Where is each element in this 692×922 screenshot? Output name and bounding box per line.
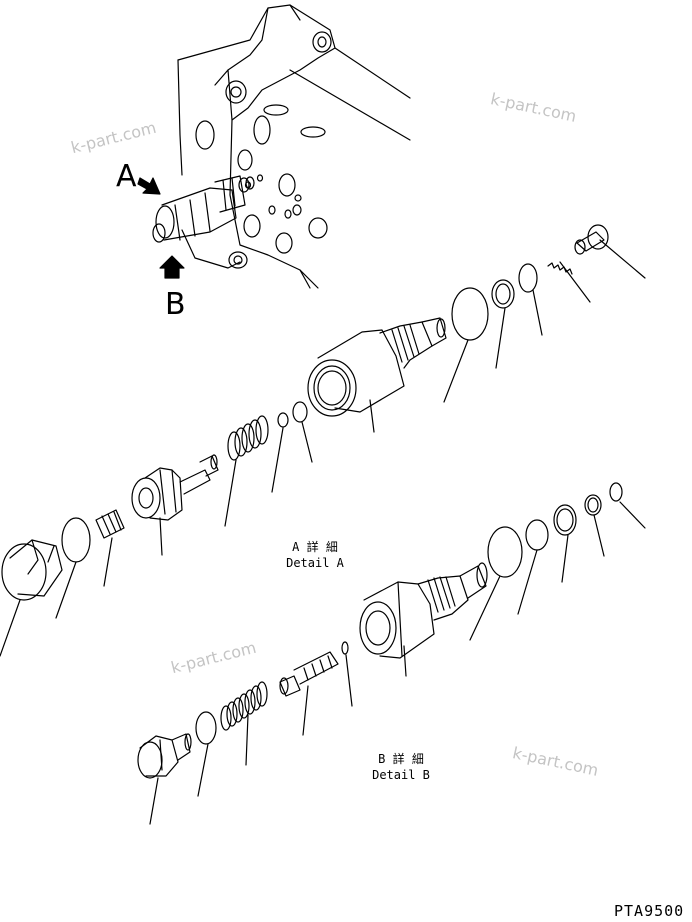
part-b-ring-tiny-2 xyxy=(341,641,353,707)
detail-a-subtitle: Detail A xyxy=(286,556,344,570)
valve-body xyxy=(177,4,411,289)
part-a-seal-large xyxy=(55,517,91,619)
part-a-spring-short xyxy=(95,509,125,587)
part-a-seal-3 xyxy=(518,263,543,336)
part-a-spool xyxy=(131,454,219,556)
detail-b-title: B 詳 細 xyxy=(378,752,424,766)
part-b-seal-3 xyxy=(553,504,577,583)
part-a-plug xyxy=(0,539,63,657)
drawing-code: PTA9500 xyxy=(614,902,685,920)
part-a-spring-small xyxy=(547,261,591,303)
part-b-seal-2 xyxy=(517,519,549,615)
part-b-seal-1 xyxy=(469,526,523,641)
installed-valve-cartridge xyxy=(152,175,255,243)
part-a-spring xyxy=(224,415,269,527)
detail-a-parts xyxy=(0,224,646,657)
part-b-ring-small xyxy=(584,494,605,557)
arrow-b-icon xyxy=(159,255,185,279)
part-b-spring xyxy=(220,681,268,766)
part-a-ring-tiny xyxy=(271,412,289,493)
part-a-ring-small xyxy=(292,401,313,463)
detail-a-title: A 詳 細 xyxy=(292,540,338,554)
part-b-ring-tiny xyxy=(609,482,646,529)
detail-b-subtitle: Detail B xyxy=(372,768,430,782)
part-b-poppet xyxy=(279,651,339,736)
callout-b-label: B xyxy=(165,287,186,322)
part-b-seal-large xyxy=(195,711,217,797)
part-b-plug xyxy=(137,733,192,825)
part-a-seal-1 xyxy=(443,287,489,403)
detail-b-parts xyxy=(137,482,646,825)
callout-a-label: A xyxy=(116,159,137,194)
part-a-bolt-small xyxy=(574,224,646,279)
part-a-seal-2 xyxy=(491,279,515,369)
part-b-cartridge xyxy=(359,562,488,677)
arrow-a-icon xyxy=(137,177,161,195)
part-a-cartridge xyxy=(307,317,447,433)
